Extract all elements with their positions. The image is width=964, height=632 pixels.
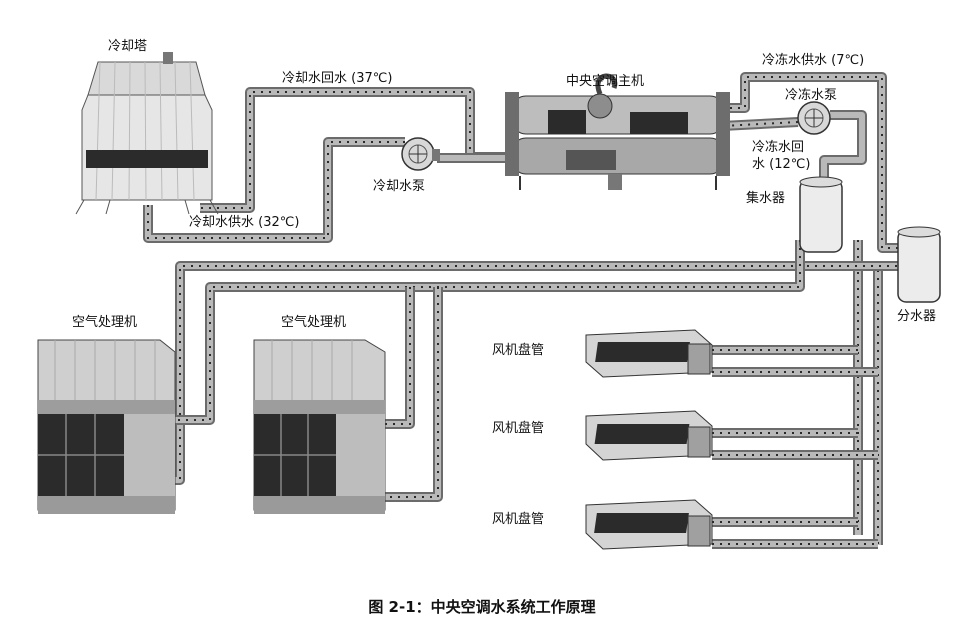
label-ahu-left: 空气处理机 [72,314,137,330]
air-handling-unit-left [37,339,176,514]
water-collector [799,176,843,253]
pipe-cooling-return [200,87,510,213]
fan-coil-unit-2 [585,410,713,461]
label-fcu-3: 风机盘管 [492,511,544,527]
label-cooling-pump: 冷却水泵 [373,179,425,194]
air-handling-unit-right [253,339,386,514]
fan-coil-unit-1 [585,329,713,378]
pipe-network [143,72,905,549]
figure-caption: 图 2-1：中央空调水系统工作原理 [368,598,595,616]
pipe-chilled-return [721,110,867,195]
label-chilled-return-2: 水 (12℃) [752,157,810,172]
label-chilled-supply: 冷冻水供水 (7℃) [762,52,864,68]
cooling-tower [75,52,219,215]
label-cooling-supply: 冷却水供水 (32℃) [189,215,299,230]
chilled-water-pump [797,101,831,135]
cooling-water-pump [401,137,440,171]
label-cooling-return: 冷却水回水 (37℃) [282,71,392,86]
label-distributor: 分水器 [897,309,936,324]
label-cooling-tower: 冷却塔 [108,39,147,54]
label-fcu-2: 风机盘管 [492,420,544,436]
pipe-ahu-headers [150,240,905,502]
pipe-cooling-supply [143,137,510,243]
pipe-fan-coil-branches [712,345,878,549]
label-fcu-1: 风机盘管 [492,342,544,358]
label-collector: 集水器 [746,190,785,206]
pipe-return-riser [853,240,883,545]
label-main-unit: 中央空调主机 [566,74,644,89]
label-ahu-right: 空气处理机 [281,314,346,330]
label-chilled-pump: 冷冻水泵 [785,87,837,103]
pipe-chilled-supply [722,72,905,253]
main-chiller-unit [505,73,730,190]
label-chilled-return-1: 冷冻水回 [752,139,804,155]
water-distributor [897,226,941,303]
fan-coil-unit-3 [585,499,713,550]
